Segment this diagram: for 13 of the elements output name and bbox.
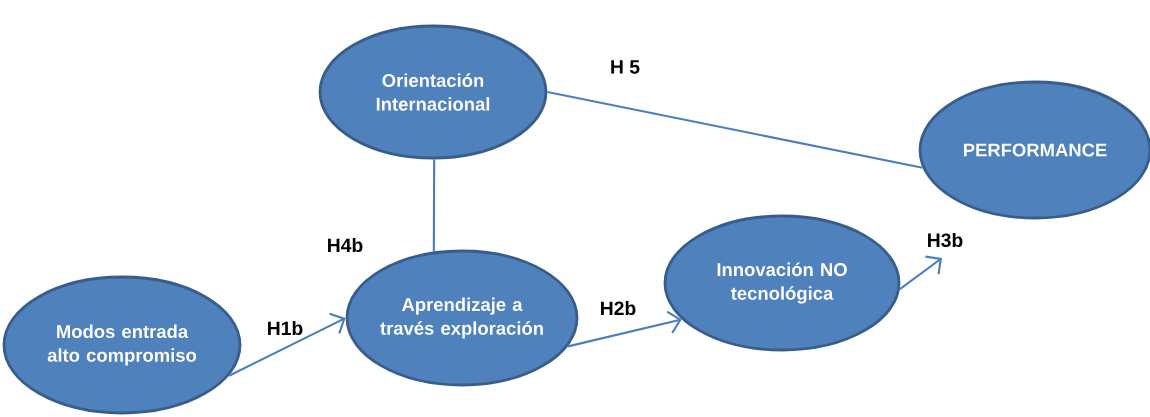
edge-label: H2b [601,300,636,316]
arrow [228,312,346,377]
arrow [899,255,942,291]
connector-line [432,159,436,252]
connector-line [547,90,923,169]
edge-label: H1b [268,320,303,336]
ellipse-node: Innovación NO tecnológica [663,214,901,352]
edge-label: H3b [928,232,963,248]
ellipse-node: PERFORMANCE [918,80,1150,220]
arrow [567,310,682,348]
ellipse-node: Orientación Internacional [318,24,548,160]
edge-label: H 5 [611,60,640,74]
ellipse-node: Modos entrada alto compromiso [2,275,242,415]
